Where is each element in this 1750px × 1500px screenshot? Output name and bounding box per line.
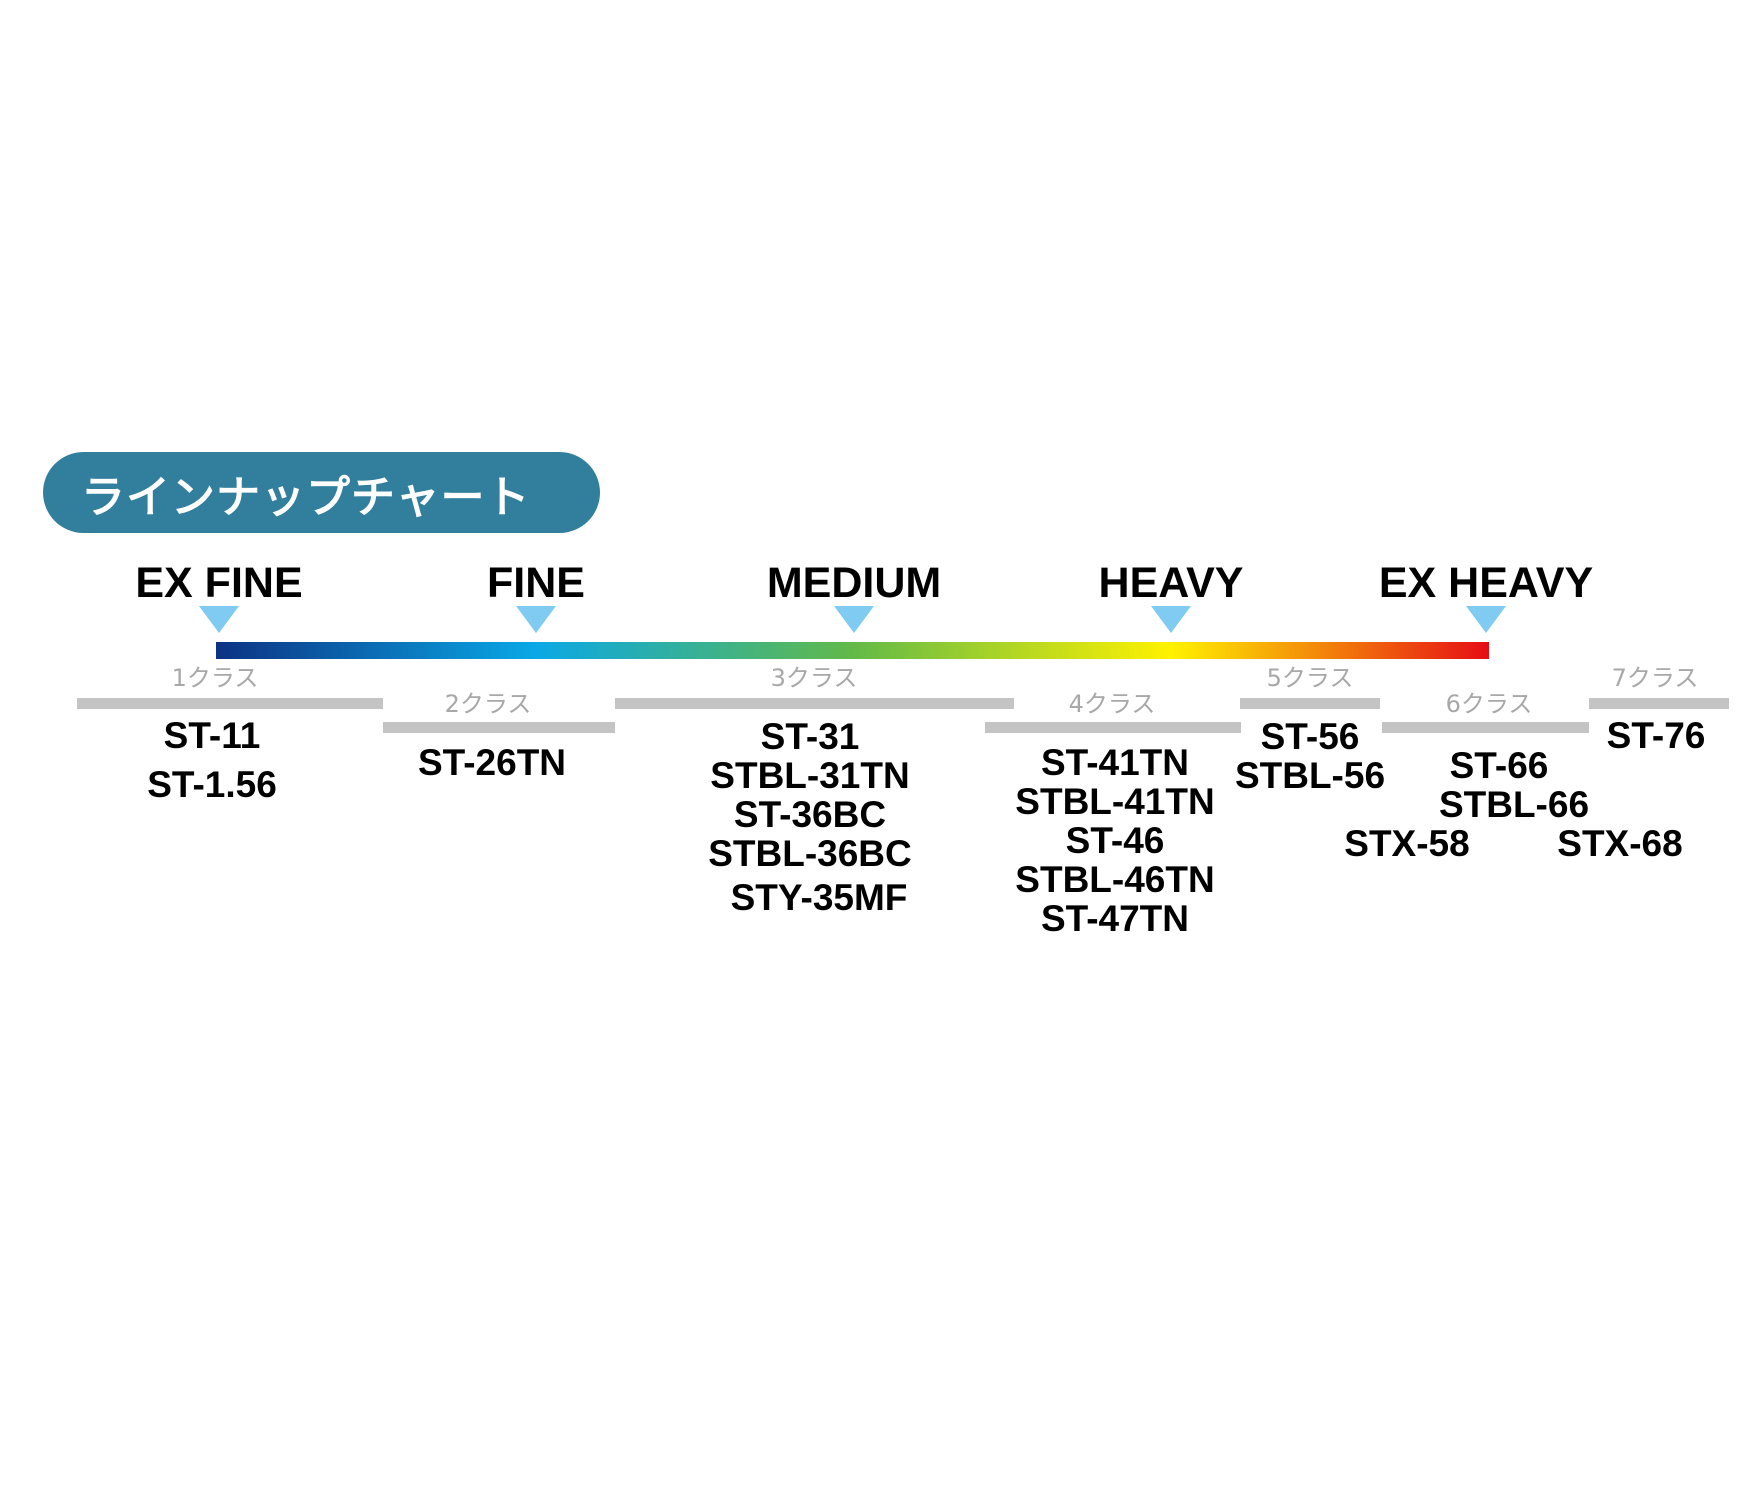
product-name: ST-46 — [1065, 820, 1165, 861]
product-name: ST-76 — [1606, 715, 1706, 756]
class-label-2: 2クラス — [444, 690, 532, 718]
product-name: ST-41TN — [1040, 742, 1190, 783]
class-bar-3 — [615, 698, 1014, 709]
product-list-class-5: ST-56 STBL-56 — [1235, 717, 1385, 795]
chart-title: ラインナップチャート — [43, 452, 600, 533]
class-bar-5 — [1240, 698, 1380, 709]
product-name: ST-56 — [1260, 716, 1360, 757]
class-label-1: 1クラス — [171, 664, 259, 692]
product-name: STBL-46TN — [1015, 859, 1215, 900]
class-bar-4 — [985, 722, 1241, 733]
class-label-5: 5クラス — [1266, 664, 1354, 692]
product-name: STY-35MF — [730, 877, 908, 918]
product-name: STBL-36BC — [708, 833, 912, 874]
level-label-fine: FINE — [487, 559, 585, 607]
class-bar-7 — [1589, 698, 1729, 709]
product-name: ST-47TN — [1040, 898, 1190, 939]
product-name: ST-66 — [1449, 745, 1549, 786]
product-list-class-6-right: STX-68 — [1557, 824, 1682, 863]
product-name: STX-68 — [1557, 823, 1683, 864]
class-bar-1 — [77, 698, 383, 709]
triangle-down-icon — [834, 606, 874, 633]
product-name: ST-26TN — [417, 742, 567, 783]
class-label-7: 7クラス — [1611, 664, 1699, 692]
product-list-class-1: ST-11 ST-1.56 — [147, 716, 277, 804]
level-label-ex-fine: EX FINE — [135, 559, 303, 607]
class-label-4: 4クラス — [1068, 690, 1156, 718]
product-name: ST-11 — [163, 715, 261, 756]
class-bar-6 — [1382, 722, 1589, 733]
product-name: STBL-41TN — [1015, 781, 1215, 822]
level-label-ex-heavy: EX HEAVY — [1378, 559, 1594, 607]
level-label-medium: MEDIUM — [766, 559, 942, 607]
product-name: ST-1.56 — [147, 764, 277, 805]
class-bar-2 — [383, 722, 615, 733]
product-list-class-3: ST-31 STBL-31TN ST-36BC STBL-36BC STY-35… — [708, 717, 912, 917]
product-list-class-6: ST-66 STBL-66 — [1439, 746, 1589, 824]
gradient-scale-bar — [216, 642, 1489, 659]
triangle-down-icon — [199, 606, 239, 633]
product-name: STBL-31TN — [710, 755, 910, 796]
product-list-class-6-left: STX-58 — [1344, 824, 1469, 863]
class-label-3: 3クラス — [770, 664, 858, 692]
product-list-class-7: ST-76 — [1607, 716, 1706, 755]
product-list-class-2: ST-26TN — [418, 743, 566, 782]
triangle-down-icon — [1151, 606, 1191, 633]
product-name: STBL-66 — [1438, 784, 1590, 825]
class-label-6: 6クラス — [1445, 690, 1533, 718]
product-name: ST-36BC — [733, 794, 887, 835]
product-name: ST-31 — [760, 716, 860, 757]
triangle-down-icon — [1466, 606, 1506, 633]
triangle-down-icon — [516, 606, 556, 633]
level-label-heavy: HEAVY — [1098, 559, 1244, 607]
product-list-class-4: ST-41TN STBL-41TN ST-46 STBL-46TN ST-47T… — [1015, 743, 1214, 938]
product-name: STBL-56 — [1234, 755, 1386, 796]
product-name: STX-58 — [1344, 823, 1470, 864]
